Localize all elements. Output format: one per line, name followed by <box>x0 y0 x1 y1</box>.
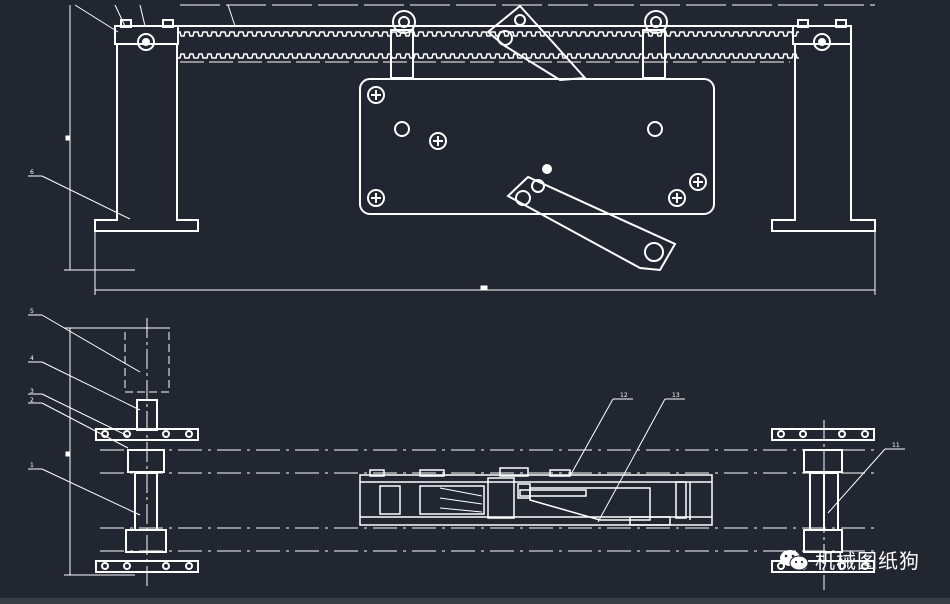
watermark-text: 机械图纸狗 <box>815 549 920 573</box>
upper-swing-arm <box>486 4 588 82</box>
screw-heads <box>367 86 707 207</box>
wechat-icon <box>780 549 809 570</box>
left-support-post <box>94 19 199 232</box>
right-shaft-assembly <box>771 428 875 573</box>
dimension-lines <box>28 4 876 295</box>
callout-13: 13 <box>672 392 680 399</box>
callout-1: 1 <box>30 462 34 469</box>
callout-6: 6 <box>30 169 34 176</box>
pinion-left <box>390 10 416 79</box>
callout-11: 11 <box>892 442 900 449</box>
callout-labels: 5 4 3 2 1 6 12 13 11 <box>30 169 900 469</box>
right-support-post <box>771 19 876 232</box>
watermark: 机械图纸狗 <box>779 545 920 574</box>
gear-rack <box>178 25 800 59</box>
callout-2: 2 <box>30 397 34 404</box>
callout-12: 12 <box>620 392 628 399</box>
front-view <box>28 4 876 295</box>
callout-4: 4 <box>30 355 34 362</box>
status-bar <box>0 598 950 604</box>
callout-5: 5 <box>30 308 34 315</box>
left-shaft-assembly <box>95 327 199 573</box>
pinion-right <box>642 10 668 79</box>
carriage-side-view <box>359 467 713 526</box>
side-dimension-lines <box>28 314 905 590</box>
callout-3: 3 <box>30 388 34 395</box>
side-view: 5 4 3 2 1 6 12 13 11 <box>28 169 905 590</box>
lower-swing-arm <box>506 175 677 272</box>
carriage-plate <box>359 78 715 215</box>
